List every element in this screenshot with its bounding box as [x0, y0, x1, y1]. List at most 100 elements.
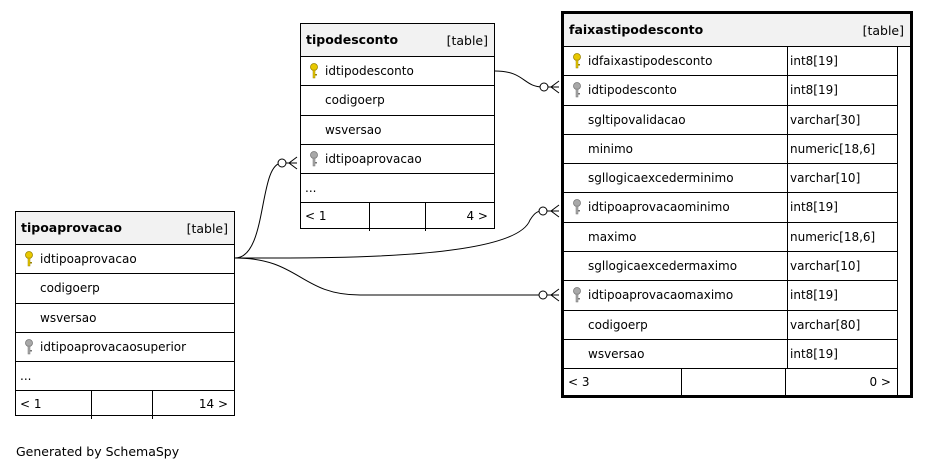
column-name: codigoerp [325, 93, 385, 108]
column-row: codigoerp [301, 86, 494, 116]
column-row: codigoerp [16, 274, 234, 304]
table-name: tipodesconto [306, 32, 399, 47]
table-footer: < 1 14 > [16, 391, 234, 420]
column-row: idtipodesconto int8[19] [564, 76, 897, 106]
column-row: idtipoaprovacao [16, 245, 234, 275]
column-name: maximo [588, 229, 637, 244]
parents-count: 0 > [869, 375, 891, 390]
primary-key-icon [309, 63, 319, 79]
column-type: int8[19] [787, 193, 838, 222]
parents-count: 14 > [198, 397, 228, 412]
relation-end-circle [539, 82, 549, 92]
column-name: wsversao [40, 310, 97, 325]
column-row: idtipoaprovacaominimo int8[19] [564, 193, 897, 223]
generated-by-caption: Generated by SchemaSpy [16, 444, 180, 459]
more-columns-row: ... [301, 174, 494, 204]
column-name: sgltipovalidacao [588, 112, 686, 127]
footer-divider [152, 391, 153, 420]
relation-end-circle [538, 290, 548, 300]
relation-end-circle [538, 206, 548, 216]
children-count: < 3 [568, 375, 590, 390]
column-name: idtipoaprovacaominimo [588, 200, 730, 215]
relation-crowfoot [550, 204, 560, 218]
table-footer: < 1 4 > [301, 203, 494, 232]
table-tipoaprovacao[interactable]: tipoaprovacao [table] idtipoaprovacao co… [15, 211, 235, 420]
column-type: varchar[80] [787, 310, 860, 339]
column-name: wsversao [588, 346, 645, 361]
table-header: faixastipodesconto [table] [564, 14, 910, 47]
relation-tipoaprovacao-minimo [234, 210, 559, 259]
column-name: wsversao [325, 122, 382, 137]
footer-divider [369, 203, 370, 232]
column-name: idtipodesconto [588, 83, 677, 98]
table-type-label: [table] [862, 23, 904, 38]
column-row: sgllogicaexcederminimo varchar[10] [564, 164, 897, 194]
column-row: sgllogicaexcedermaximo varchar[10] [564, 252, 897, 282]
relation-crowfoot [288, 156, 298, 170]
column-name: sgllogicaexcederminimo [588, 171, 734, 186]
column-name: sgllogicaexcedermaximo [588, 259, 738, 274]
column-name: idtipoaprovacaosuperior [40, 339, 187, 354]
column-type: int8[19] [787, 47, 838, 76]
column-type: int8[19] [787, 76, 838, 105]
column-name: codigoerp [40, 281, 100, 296]
column-type: varchar[30] [787, 105, 860, 134]
footer-divider [91, 391, 92, 420]
column-row: idtipoaprovacaosuperior [16, 333, 234, 363]
foreign-key-icon [24, 338, 34, 355]
column-name: idtipoaprovacao [325, 151, 422, 166]
table-footer: < 3 0 > [564, 369, 897, 398]
foreign-key-icon [572, 287, 582, 303]
foreign-key-icon [309, 150, 319, 167]
column-row: minimo numeric[18,6] [564, 134, 897, 165]
column-type: varchar[10] [787, 164, 860, 193]
right-border-strip [897, 47, 898, 395]
column-type: numeric[18,6] [787, 222, 875, 252]
column-name: codigoerp [588, 317, 648, 332]
table-faixastipodesconto[interactable]: faixastipodesconto [table] idfaixastipod… [561, 11, 913, 398]
table-tipodesconto[interactable]: tipodesconto [table] idtipodesconto codi… [300, 23, 495, 232]
column-row: wsversao int8[19] [564, 339, 897, 370]
more-columns: ... [20, 369, 32, 384]
column-type: numeric[18,6] [787, 134, 875, 164]
relation-tipoaprovacao-maximo [234, 257, 559, 296]
relation-crowfoot [550, 288, 560, 302]
footer-divider [681, 369, 682, 398]
column-name: idtipoaprovacaomaximo [588, 288, 734, 303]
column-row: wsversao [301, 116, 494, 145]
column-row: idtipodesconto [301, 57, 494, 87]
parents-count: 4 > [466, 209, 488, 224]
footer-divider [425, 203, 426, 232]
column-row: sgltipovalidacao varchar[30] [564, 105, 897, 135]
table-name: tipoaprovacao [21, 220, 122, 235]
table-name: faixastipodesconto [569, 22, 704, 37]
column-list: idfaixastipodesconto int8[19] idtipodesc… [564, 47, 897, 398]
children-count: < 1 [305, 209, 327, 224]
relation-tipodesconto-faixas [494, 70, 559, 88]
foreign-key-icon [572, 82, 582, 98]
column-row: idfaixastipodesconto int8[19] [564, 47, 897, 77]
column-name: minimo [588, 141, 633, 156]
primary-key-icon [572, 53, 582, 69]
primary-key-icon [24, 251, 34, 267]
table-header: tipoaprovacao [table] [16, 212, 234, 245]
column-type: varchar[10] [787, 252, 860, 281]
children-count: < 1 [20, 397, 42, 412]
footer-divider [785, 369, 786, 398]
column-row: wsversao [16, 304, 234, 333]
column-row: codigoerp varchar[80] [564, 310, 897, 340]
column-row: idtipoaprovacao [301, 145, 494, 175]
column-name: idtipodesconto [325, 64, 414, 78]
relation-end-circle [277, 158, 287, 168]
foreign-key-icon [572, 199, 582, 215]
column-name: idtipoaprovacao [40, 252, 137, 266]
table-type-label: [table] [446, 33, 488, 48]
column-type: int8[19] [787, 339, 838, 369]
more-columns: ... [305, 181, 317, 196]
column-row: idtipoaprovacaomaximo int8[19] [564, 281, 897, 311]
column-name: idfaixastipodesconto [588, 54, 713, 68]
more-columns-row: ... [16, 362, 234, 392]
table-header: tipodesconto [table] [301, 24, 494, 57]
table-type-label: [table] [186, 221, 228, 236]
